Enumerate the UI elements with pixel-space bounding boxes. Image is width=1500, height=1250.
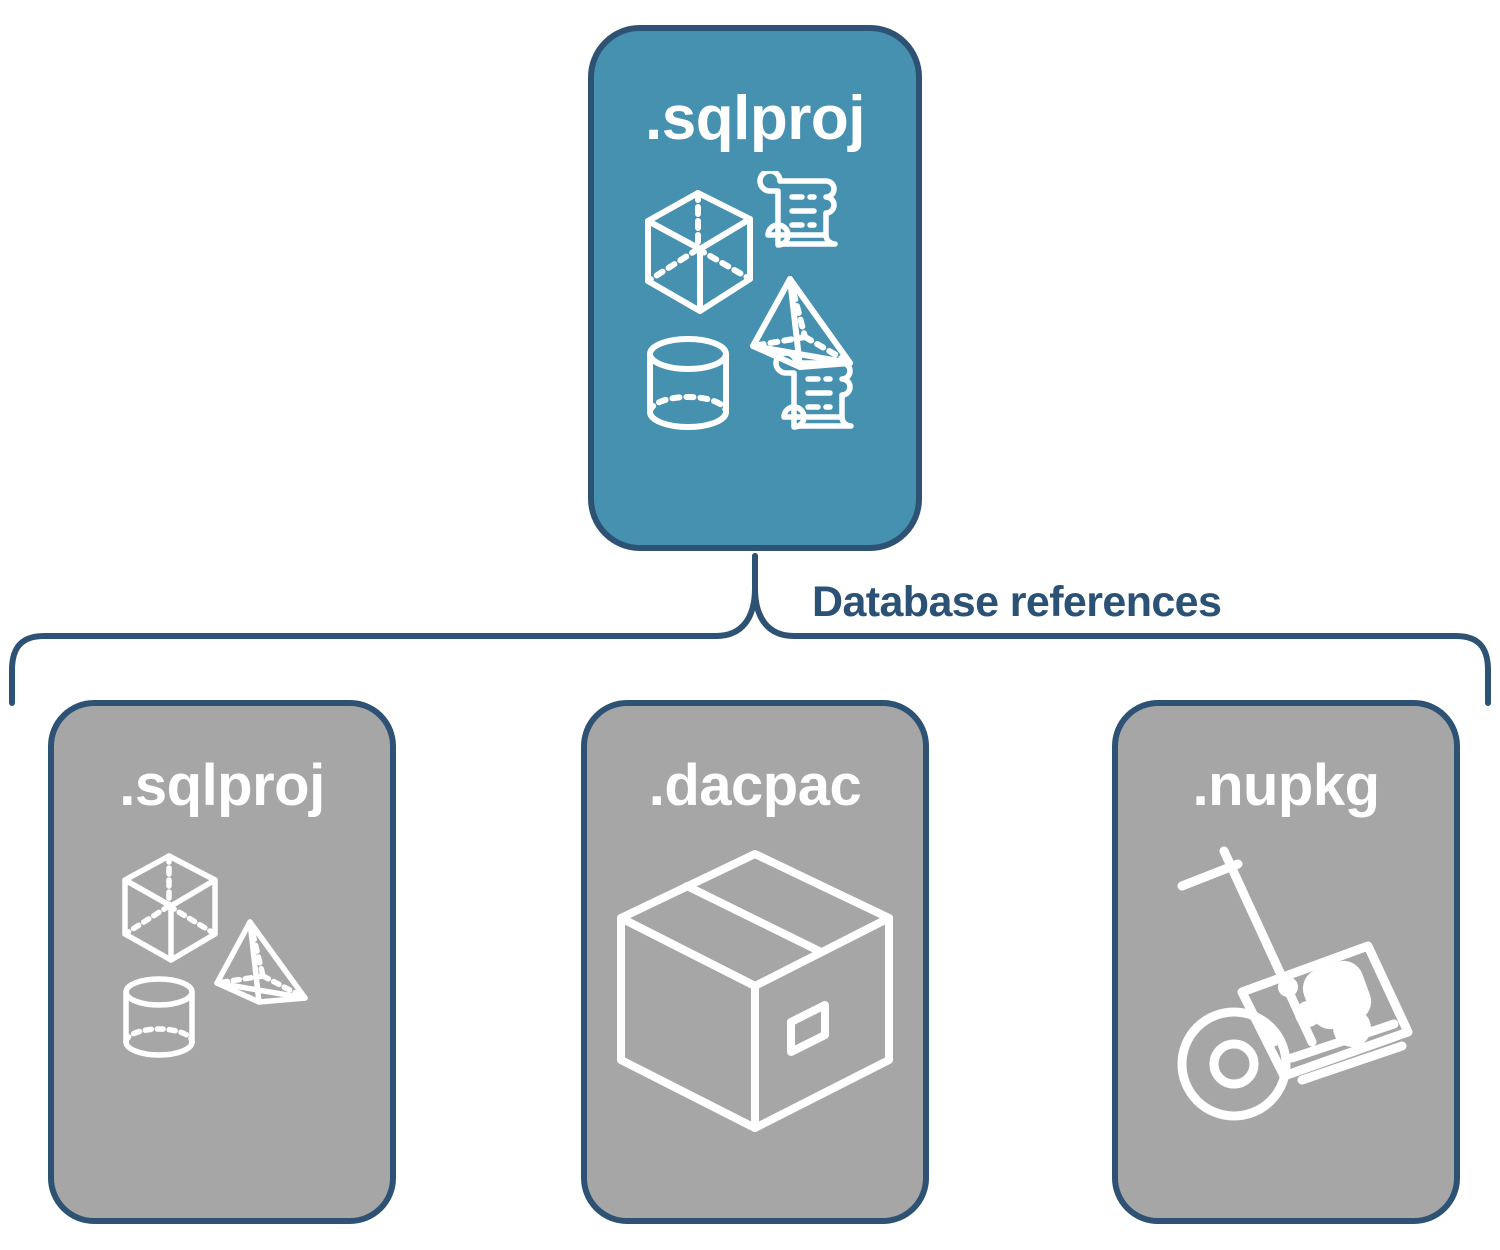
node-title: .sqlproj xyxy=(645,84,865,153)
node-title: .nupkg xyxy=(1192,753,1380,818)
connector-label: Database references xyxy=(812,578,1222,626)
node-nupkg-reference[interactable]: .nupkg xyxy=(1112,700,1460,1224)
db-objects-icon xyxy=(594,171,916,441)
node-dacpac-reference[interactable]: .dacpac xyxy=(581,700,929,1224)
node-title: .sqlproj xyxy=(119,753,325,818)
node-title: .dacpac xyxy=(648,753,862,818)
hand-truck-icon xyxy=(1118,846,1454,1136)
db-objects-icon xyxy=(54,846,390,1066)
node-sqlproj-reference[interactable]: .sqlproj xyxy=(48,700,396,1224)
database-references-connector xyxy=(9,553,1491,706)
node-sqlproj-root[interactable]: .sqlproj xyxy=(588,25,922,551)
package-box-icon xyxy=(587,846,923,1136)
